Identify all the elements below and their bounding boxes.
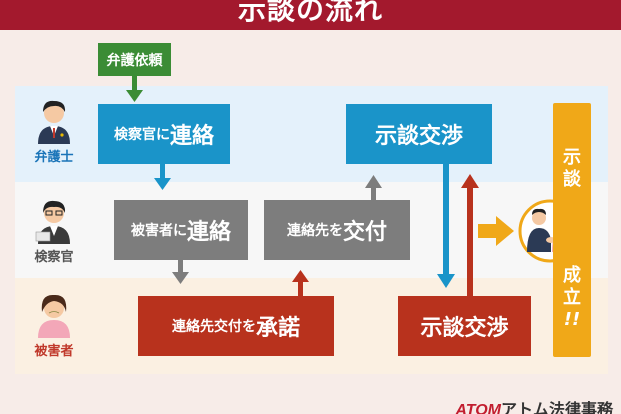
negotiation-bottom-label: 示談交渉 [420, 316, 509, 341]
settlement-char-4: 立 [563, 287, 581, 308]
arrow-prosecutor-down [154, 164, 171, 190]
settlement-char-5: !! [563, 309, 581, 330]
victim-figure: 被害者 [22, 290, 86, 359]
consent-box: 連絡先交付を承諾 [138, 296, 334, 356]
negotiation-bottom-box: 示談交渉 [398, 296, 531, 356]
negotiation-top-label: 示談交渉 [374, 124, 463, 149]
header-banner: 示談の流れ [0, 0, 621, 30]
arrow-negotiation-down [437, 164, 455, 288]
arrow-request-to-contact [126, 76, 143, 102]
give-contact-small: 連絡先を [286, 223, 343, 239]
give-contact-big: 交付 [342, 220, 387, 245]
prosecutor-figure: 検察官 [22, 196, 86, 265]
contact-prosecutor-box: 検察官に連絡 [98, 104, 230, 164]
prosecutor-label: 検察官 [34, 250, 74, 265]
settlement-char-1: 示 [563, 147, 581, 168]
contact-victim-box: 被害者に連絡 [114, 200, 248, 260]
consent-big: 承諾 [255, 316, 300, 341]
negotiation-top-box: 示談交渉 [346, 104, 492, 164]
contact-victim-small: 被害者に [130, 223, 187, 239]
victim-label: 被害者 [34, 344, 74, 359]
footer-brand: ATOM [455, 402, 501, 414]
request-label: 弁護依頼 [106, 52, 163, 69]
settlement-line1: 示 談 [553, 147, 591, 191]
settlement-bar: 示 談 成 立 !! [553, 103, 591, 357]
lawyer-label: 弁護士 [34, 150, 74, 165]
settlement-char-2: 談 [563, 169, 581, 190]
lawyer-figure: 弁護士 [22, 96, 86, 165]
victim-icon [38, 294, 70, 338]
request-box: 弁護依頼 [98, 43, 171, 76]
contact-victim-big: 連絡 [186, 220, 231, 245]
prosecutor-icon [35, 200, 70, 244]
settlement-line2: 成 立 !! [553, 265, 591, 331]
lawyer-icon [38, 100, 70, 144]
consent-small: 連絡先交付を [171, 319, 256, 335]
page-title: 示談の流れ [237, 0, 383, 26]
settlement-char-3: 成 [563, 265, 581, 286]
contact-prosecutor-small: 検察官に [113, 127, 170, 143]
contact-prosecutor-big: 連絡 [169, 124, 214, 149]
arrow-negotiation-up [461, 174, 479, 296]
give-contact-box: 連絡先を交付 [264, 200, 410, 260]
arrow-give-contact-up [365, 175, 382, 200]
arrow-to-settlement [478, 216, 514, 246]
footer-name: アトム法律事務 [500, 400, 613, 414]
arrow-contact-victim-down [172, 260, 189, 284]
arrow-consent-up [292, 270, 309, 296]
footer-logo: ATOMアトム法律事務 [455, 396, 613, 414]
